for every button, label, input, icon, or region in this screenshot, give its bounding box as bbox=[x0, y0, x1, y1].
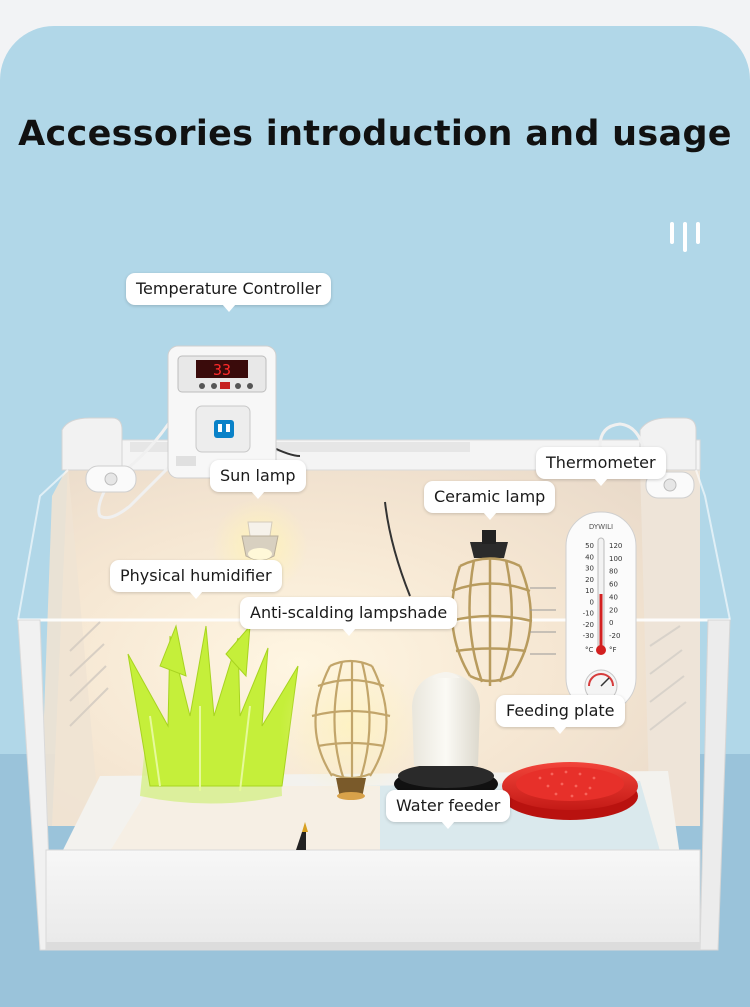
rail-switch-left bbox=[85, 465, 137, 493]
thermometer-tick-f: 80 bbox=[609, 568, 618, 576]
feeding-plate-device bbox=[502, 762, 638, 820]
callout-temperature-controller: Temperature Controller bbox=[126, 273, 332, 312]
controller-readout: 33 bbox=[213, 361, 231, 379]
thermometer-unit-c: °C bbox=[585, 646, 594, 654]
thermometer-tick-f: 100 bbox=[609, 555, 622, 563]
thermometer-tick-f: 40 bbox=[609, 593, 618, 601]
callout-physical-humidifier: Physical humidifier bbox=[110, 560, 282, 599]
thermometer-unit-f: °F bbox=[609, 646, 617, 654]
callout-feeding-plate: Feeding plate bbox=[496, 695, 625, 734]
temperature-controller-device: 33 bbox=[167, 345, 277, 479]
thermometer-tick-f: -20 bbox=[609, 632, 620, 640]
thermometer-tick-f: 0 bbox=[609, 619, 613, 627]
callout-anti-scalding-lampshade: Anti-scalding lampshade bbox=[240, 597, 458, 636]
thermometer-tick-c: -30 bbox=[583, 632, 594, 640]
thermometer-tick-f: 120 bbox=[609, 542, 622, 550]
callout-water-feeder: Water feeder bbox=[386, 790, 511, 829]
physical-humidifier-device bbox=[127, 624, 299, 804]
small-prop bbox=[296, 822, 308, 850]
thermometer-tick-c: 0 bbox=[590, 598, 594, 606]
thermometer-tick-f: 60 bbox=[609, 581, 618, 589]
product-photo: 33 bbox=[17, 345, 731, 951]
anti-scalding-lampshade-device bbox=[280, 656, 420, 800]
thermometer-tick-c: 20 bbox=[585, 576, 594, 584]
thermometer-brand: DYWILI bbox=[589, 523, 613, 531]
thermometer-tick-c: 40 bbox=[585, 553, 594, 561]
thermometer-tick-c: 50 bbox=[585, 542, 594, 550]
thermometer-tick-c: 30 bbox=[585, 565, 594, 573]
thermometer-tick-c: 10 bbox=[585, 587, 594, 595]
page-title: Accessories introduction and usage bbox=[18, 114, 732, 154]
callout-sun-lamp: Sun lamp bbox=[210, 460, 306, 499]
callout-thermometer: Thermometer bbox=[536, 447, 666, 486]
thermometer-tick-c: -20 bbox=[583, 621, 594, 629]
callout-ceramic-lamp: Ceramic lamp bbox=[424, 481, 556, 520]
banner-card: Accessories introduction and usage bbox=[0, 26, 750, 1007]
thermometer-tick-c: -10 bbox=[583, 610, 594, 618]
thermometer-tick-f: 20 bbox=[609, 606, 618, 614]
